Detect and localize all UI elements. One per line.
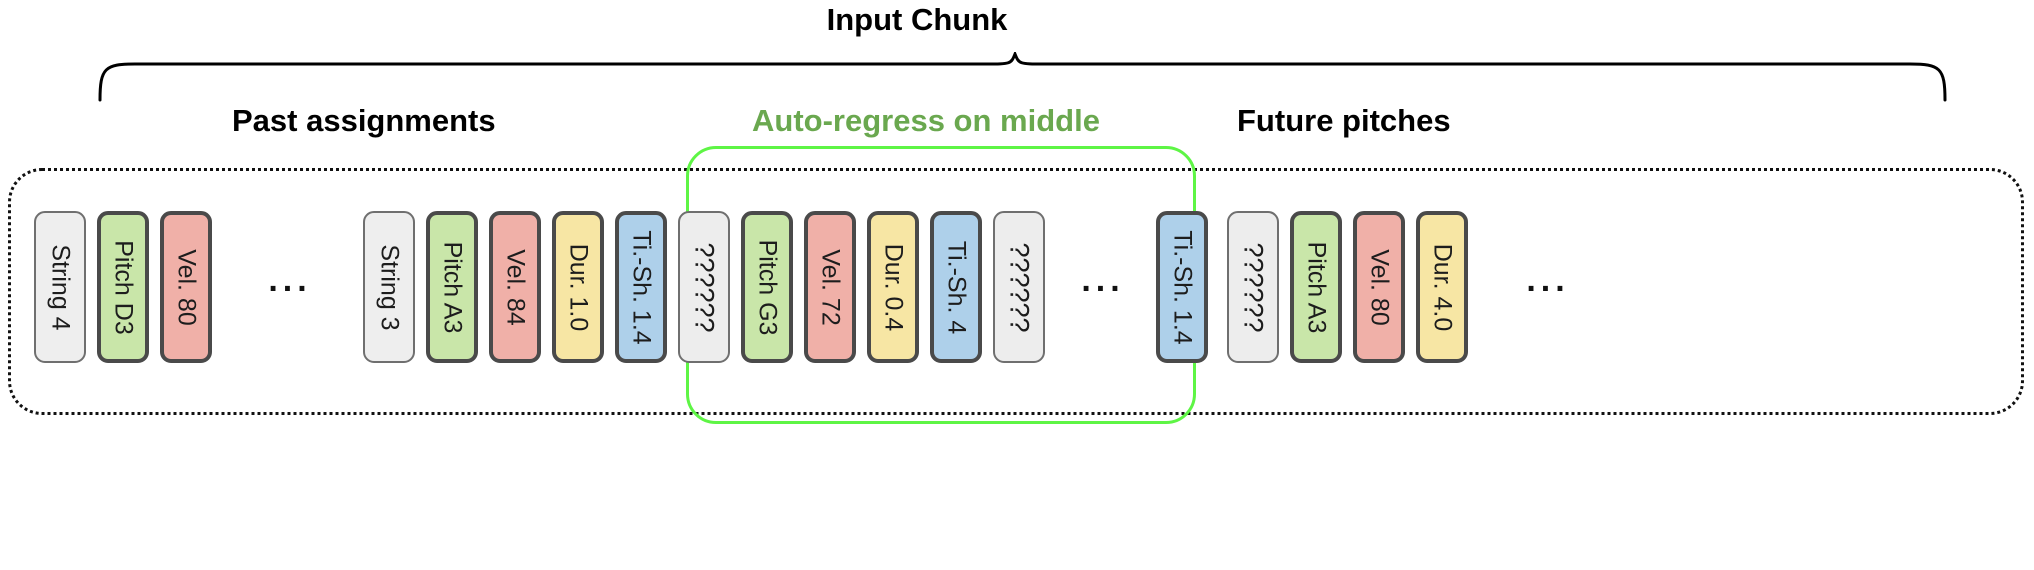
token-tish[interactable]: Ti.-Sh. 4	[930, 211, 982, 363]
token-sequence: String 4 Pitch D3 Vel. 80... String 3 Pitch …	[0, 207, 2034, 367]
token-vel[interactable]: Vel. 80	[1353, 211, 1405, 363]
token-label: Ti.-Sh. 4	[942, 240, 971, 334]
token-label: Dur. 4.0	[1428, 243, 1457, 331]
token-vel[interactable]: Vel. 72	[804, 211, 856, 363]
token-string[interactable]: String 4	[34, 211, 86, 363]
token-label: Dur. 1.0	[564, 243, 593, 331]
input-chunk-title: Input Chunk	[0, 2, 2034, 38]
input-chunk-brace	[95, 52, 1950, 102]
token-label: Dur. 0.4	[879, 243, 908, 331]
token-unk[interactable]: ??????	[678, 211, 730, 363]
label-past-assignments: Past assignments	[232, 103, 496, 138]
token-pitch[interactable]: Pitch G3	[741, 211, 793, 363]
sequence-container-outline	[8, 168, 2024, 415]
token-label: Pitch G3	[753, 239, 782, 335]
token-dur[interactable]: Dur. 4.0	[1416, 211, 1468, 363]
token-label: ??????	[1004, 241, 1035, 333]
section-label-row: Past assignments Auto-regress on middle …	[0, 103, 2034, 147]
token-label: Vel. 80	[1365, 248, 1394, 326]
token-vel[interactable]: Vel. 84	[489, 211, 541, 363]
input-chunk-title-text: Input Chunk	[826, 2, 1008, 37]
token-label: Vel. 84	[501, 248, 530, 326]
token-label: Pitch A3	[1302, 241, 1331, 333]
token-vel[interactable]: Vel. 80	[160, 211, 212, 363]
token-label: Pitch D3	[109, 239, 138, 335]
token-label: String 4	[46, 243, 75, 331]
token-dur[interactable]: Dur. 0.4	[867, 211, 919, 363]
label-auto-regress: Auto-regress on middle	[752, 103, 1100, 138]
token-label: Ti.-Sh. 1.4	[1168, 229, 1197, 345]
token-string[interactable]: String 3	[363, 211, 415, 363]
token-label: String 3	[375, 243, 404, 331]
token-tish[interactable]: Ti.-Sh. 1.4	[615, 211, 667, 363]
token-ellipsis: ...	[1081, 260, 1125, 299]
token-tish[interactable]: Ti.-Sh. 1.4	[1156, 211, 1208, 363]
token-ellipsis: ...	[1526, 260, 1570, 299]
token-unk[interactable]: ??????	[1227, 211, 1279, 363]
token-pitch[interactable]: Pitch A3	[1290, 211, 1342, 363]
token-pitch[interactable]: Pitch A3	[426, 211, 478, 363]
token-label: ??????	[1238, 241, 1269, 333]
token-label: Vel. 80	[172, 248, 201, 326]
token-label: Ti.-Sh. 1.4	[627, 229, 656, 345]
label-future-pitches: Future pitches	[1237, 103, 1451, 138]
token-unk[interactable]: ??????	[993, 211, 1045, 363]
token-label: ??????	[689, 241, 720, 333]
token-pitch[interactable]: Pitch D3	[97, 211, 149, 363]
token-label: Vel. 72	[816, 248, 845, 326]
token-dur[interactable]: Dur. 1.0	[552, 211, 604, 363]
token-ellipsis: ...	[268, 260, 312, 299]
token-label: Pitch A3	[438, 241, 467, 333]
